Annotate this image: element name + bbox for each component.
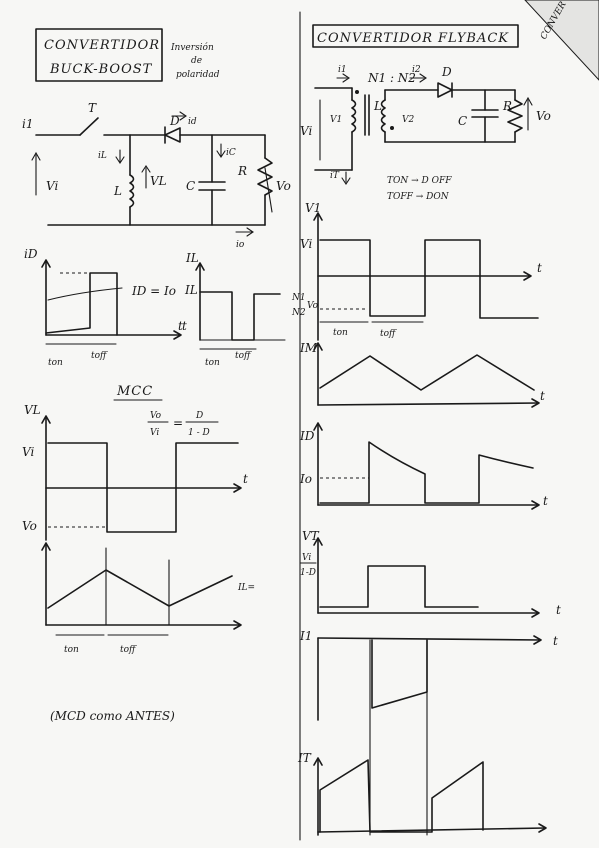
fb-label-Vo: Vo: [536, 109, 551, 123]
v1-neg-vo: Vo: [307, 301, 319, 311]
buck-boost-circuit: i1 T D id iL L VL iC C R Vi Vo io: [22, 101, 291, 250]
v1-ton-label: ton: [333, 328, 348, 338]
v1-vi-label: Vi: [300, 237, 312, 251]
ratio-den: Vi: [150, 428, 159, 438]
v1-neg-num: N1: [291, 293, 306, 303]
i1-axis-label: I1: [299, 629, 312, 643]
il2-toff-label: toff: [120, 645, 137, 655]
vl-vo-label: Vo: [22, 519, 37, 533]
corner-page: CONVER: [524, 0, 599, 81]
fb-label-V1: V1: [330, 115, 342, 125]
buck-boost-title-box: [35, 28, 163, 82]
ratio-rnum: D: [195, 411, 203, 421]
label-T: T: [88, 101, 97, 115]
vl-axis-label: VL: [24, 403, 41, 417]
polarity-note-line2: de: [191, 56, 202, 66]
im-t-label: t: [540, 389, 545, 403]
vl-t-label: t: [243, 472, 248, 486]
label-R: R: [237, 164, 247, 178]
il-mark-label: IL: [184, 283, 198, 297]
graph-it: IT: [297, 639, 547, 836]
vt-num-label: Vi: [302, 553, 311, 563]
state-line1: TON → D OFF: [387, 176, 452, 186]
vl-vi-label: Vi: [22, 445, 34, 459]
label-D: D: [169, 114, 180, 128]
il-t-label: t: [178, 319, 183, 333]
il-toff-label: toff: [235, 351, 252, 361]
graph-id: iD ID = Io t ton toff: [24, 247, 187, 368]
id-axis-label: iD: [24, 247, 38, 261]
label-io: io: [236, 240, 245, 250]
im-axis-label: IM: [299, 341, 318, 355]
id-fb-io-label: Io: [299, 472, 312, 486]
vt-axis-label: VT: [302, 529, 320, 543]
mcd-note: (MCD como ANTES): [50, 709, 175, 723]
it-axis-label: IT: [297, 751, 312, 765]
fb-label-Vi: Vi: [300, 124, 312, 138]
v1-t-label: t: [537, 261, 542, 275]
ratio-eq: =: [173, 416, 183, 430]
label-iC: iC: [226, 148, 236, 158]
buck-boost-title-line2: BUCK-BOOST: [49, 62, 153, 77]
label-L: L: [113, 184, 122, 198]
polarity-note-line3: polaridad: [176, 70, 220, 80]
graph-v1: V1 Vi N1 N2 Vo t ton toff: [291, 201, 542, 341]
graph-vl: VL Vi Vo t: [22, 403, 248, 541]
graph-im: IM t: [299, 341, 545, 408]
id-t-label: t: [182, 319, 187, 333]
il-ton-label: ton: [205, 358, 220, 368]
v1-neg-den: N2: [291, 308, 306, 318]
i1-t-label: t: [553, 634, 558, 648]
graph-il-mcc: IL= ton toff: [41, 542, 255, 655]
fb-label-ratio: N1 : N2: [367, 71, 416, 85]
fb-label-D: D: [441, 65, 452, 79]
id-ton-label: ton: [48, 358, 63, 368]
il2-mark-label: IL=: [237, 583, 255, 593]
fb-label-i2: i2: [412, 65, 421, 75]
flyback-title-box: [312, 24, 519, 48]
fb-label-L: L: [373, 99, 382, 113]
vt-den-label: 1-D: [300, 568, 316, 578]
label-C: C: [186, 179, 195, 193]
ratio-equation: Vo Vi = D 1 - D: [147, 411, 219, 438]
id-fb-t-label: t: [543, 494, 548, 508]
flyback-title-line1: CONVERTIDOR: [317, 31, 433, 46]
fb-label-i1: i1: [338, 65, 347, 75]
ratio-num: Vo: [150, 411, 162, 421]
label-id: id: [188, 117, 197, 127]
id-toff-label: toff: [91, 351, 108, 361]
graph-il: IL IL t ton toff: [178, 251, 286, 368]
flyback-circuit: i1 N1 : N2 i2 D L V1 V2 C R Vo Vi iT: [300, 65, 551, 185]
il2-ton-label: ton: [64, 645, 79, 655]
label-Vo: Vo: [276, 179, 291, 193]
flyback-title-line2: FLYBACK: [437, 31, 509, 46]
buck-boost-title-line1: CONVERTIDOR: [44, 38, 160, 53]
fb-label-iT: iT: [330, 171, 340, 181]
graph-id-fb: ID Io t: [299, 422, 548, 510]
mcc-label: MCC: [116, 384, 153, 399]
il-axis-label: IL: [185, 251, 199, 265]
graph-vt: VT Vi 1-D t: [299, 529, 561, 618]
id-fb-axis-label: ID: [299, 429, 315, 443]
label-iL: iL: [98, 151, 107, 161]
ratio-rden: 1 - D: [188, 428, 210, 438]
fb-label-C: C: [458, 114, 467, 128]
v1-toff-label: toff: [380, 329, 397, 339]
label-i1: i1: [22, 117, 33, 131]
fb-label-V2: V2: [402, 115, 414, 125]
graph-i1: I1 t: [299, 629, 558, 721]
fb-label-R: R: [502, 99, 512, 113]
state-line2: TOFF → DON: [387, 192, 450, 202]
vt-t-label: t: [556, 603, 561, 617]
label-Vi: Vi: [46, 179, 58, 193]
v1-axis-label: V1: [305, 201, 321, 215]
label-VL: VL: [150, 174, 167, 188]
id-eq-label: ID = Io: [131, 284, 176, 298]
polarity-note-line1: Inversión: [170, 42, 214, 53]
